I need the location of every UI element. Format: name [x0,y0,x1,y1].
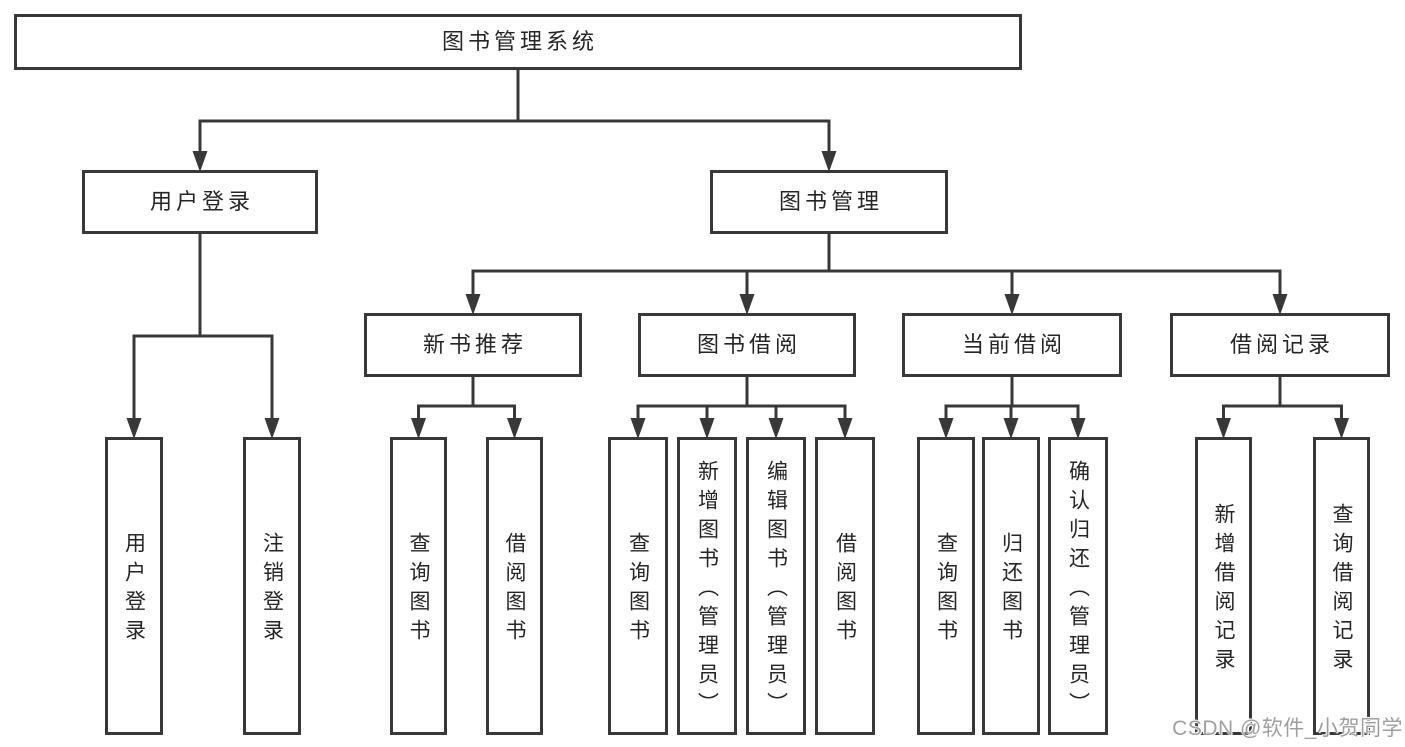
node-label-root: 图书管理系统 [441,29,598,54]
arrowhead-icon [821,151,837,172]
node-book-mgmt: 图书管理 [710,170,948,234]
node-login: 用户登录 [105,437,163,735]
node-current-borrow: 当前借阅 [902,313,1122,377]
node-nb-query: 查询图书 [390,437,447,735]
node-br-add: 新增借阅记录 [1195,437,1252,735]
arrowhead-icon [938,418,954,439]
node-label-user-login: 用户登录 [149,189,254,214]
node-label-cb-query: 查询图书 [934,532,958,648]
watermark-text: CSDN @软件_小贺同学 [1172,717,1403,740]
arrowhead-icon [126,418,142,439]
node-label-book-borrow: 图书借阅 [696,332,801,357]
arrowhead-icon [1216,418,1231,439]
node-label-nb-query: 查询图书 [407,532,430,648]
node-root: 图书管理系统 [14,14,1022,70]
node-label-login: 用户登录 [122,532,146,648]
arrowhead-icon [507,418,522,439]
arrowhead-icon [411,418,426,439]
node-cb-confirm: 确认归还（管理员） [1048,437,1108,735]
arrowhead-icon [1334,418,1349,439]
node-new-book-rec: 新书推荐 [364,313,582,377]
node-borrow-records: 借阅记录 [1170,313,1390,377]
node-bb-query: 查询图书 [608,437,668,735]
arrowhead-icon [1272,294,1288,315]
node-nb-borrow: 借阅图书 [486,437,543,735]
arrowhead-icon [630,418,646,439]
node-label-bb-query: 查询图书 [626,532,650,648]
node-br-query: 查询借阅记录 [1313,437,1370,735]
node-bb-borrow: 借阅图书 [815,437,875,735]
node-label-bb-borrow: 借阅图书 [833,532,857,648]
node-label-logout: 注销登录 [260,532,284,648]
node-label-bb-add: 新增图书（管理员） [695,459,719,721]
arrowhead-icon [739,294,755,315]
arrowhead-icon [264,418,280,439]
arrowhead-icon [1004,294,1020,315]
node-cb-return: 归还图书 [982,437,1040,735]
node-label-borrow-records: 借阅记录 [1229,332,1334,357]
arrowhead-icon [1070,418,1086,439]
node-label-br-add: 新增借阅记录 [1212,503,1235,677]
node-book-borrow: 图书借阅 [638,313,856,377]
node-label-bb-edit: 编辑图书（管理员） [764,459,788,721]
node-label-new-book-rec: 新书推荐 [422,332,527,357]
node-label-book-mgmt: 图书管理 [778,189,883,214]
node-logout: 注销登录 [243,437,301,735]
node-bb-add: 新增图书（管理员） [677,437,737,735]
node-label-cb-return: 归还图书 [999,532,1023,648]
node-label-current-borrow: 当前借阅 [961,332,1066,357]
arrowhead-icon [837,418,853,439]
arrowhead-icon [1003,418,1019,439]
arrowhead-icon [192,151,208,172]
arrowhead-icon [465,294,481,315]
node-label-cb-confirm: 确认归还（管理员） [1066,459,1090,721]
arrowhead-icon [768,418,784,439]
node-cb-query: 查询图书 [917,437,975,735]
node-label-br-query: 查询借阅记录 [1330,503,1353,677]
node-bb-edit: 编辑图书（管理员） [746,437,806,735]
arrowhead-icon [699,418,715,439]
node-user-login: 用户登录 [82,170,318,234]
node-label-nb-borrow: 借阅图书 [503,532,526,648]
